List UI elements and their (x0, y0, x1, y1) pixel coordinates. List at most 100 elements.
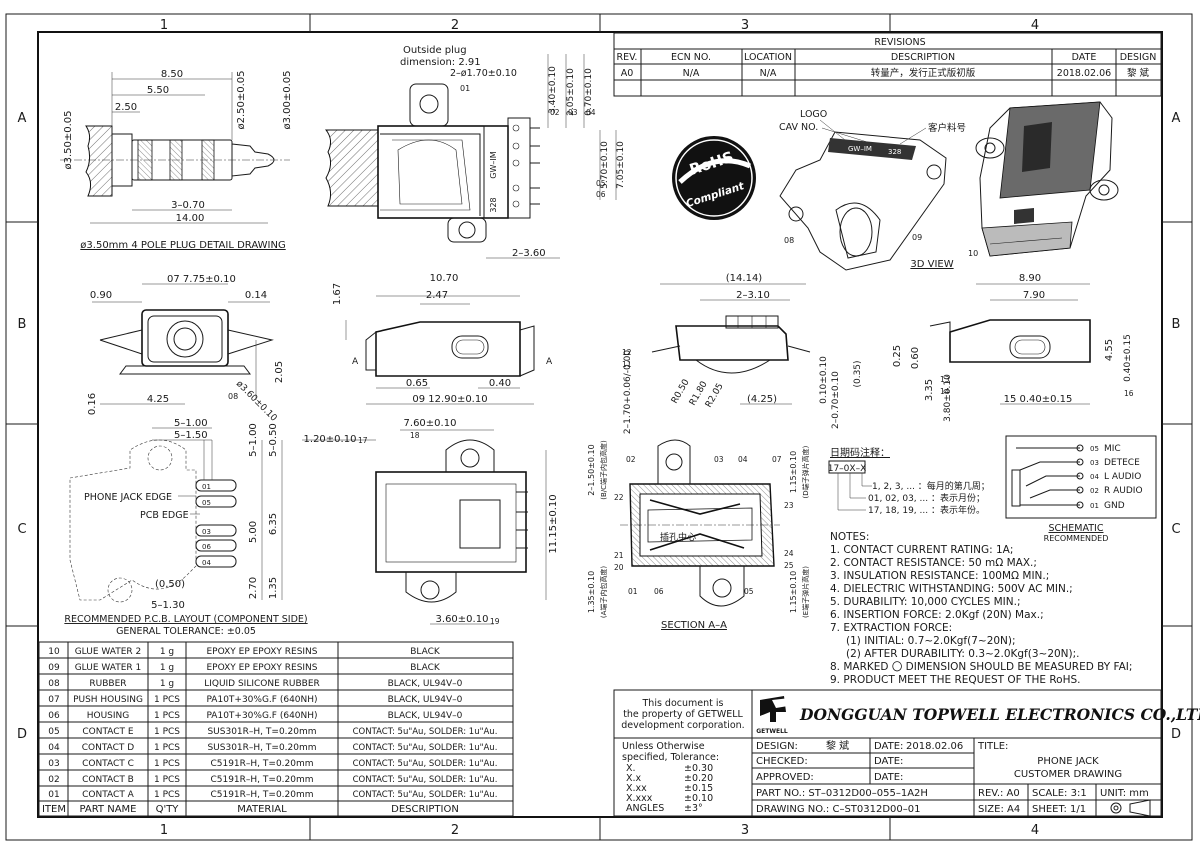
pcb-tolerance: GENERAL TOLERANCE: ±0.05 (116, 626, 256, 637)
bom-r05-material: SUS301R–H, T=0.20mm (207, 727, 316, 737)
pcb-dim-0-50: (0.50) (155, 579, 185, 590)
rev-cell-description: 转量产，发行正式版初版 (871, 67, 976, 79)
pcb-label-pcb-edge: PCB EDGE (140, 510, 189, 521)
bom-r02-material: C5191R–H, T=0.20mm (210, 775, 313, 785)
section-center-label: 插孔中心 (660, 531, 696, 543)
bom-r01-desc: CONTACT: 5u"Au, SOLDER: 1u"Au. (353, 790, 498, 800)
bom-header-part-name: PART NAME (79, 804, 136, 815)
b1-tag-08: 08 (228, 392, 238, 401)
b1-dim-0-90: 0.90 (90, 290, 112, 301)
plug-dim-8-50: 8.50 (161, 69, 183, 80)
pcb-dim-5-1-00: 5–1.00 (174, 418, 208, 429)
tol-xxxx-label: X.xxx (626, 793, 653, 804)
plug-dim-3-0-70: 3–0.70 (171, 200, 205, 211)
date-code-note: 日期码注释： 17–0X–X 1, 2, 3, ... ：每月的第几周； 01,… (828, 446, 990, 516)
b2-dim-12-90: 09 12.90±0.10 (412, 394, 487, 405)
b3-dim-2-0-70: 2–0.70±0.10 (831, 371, 841, 429)
front-note-outside: Outside plug (403, 45, 467, 56)
row-label-a-right: A (1172, 111, 1181, 126)
bom-r08-material: LIQUID SILICONE RUBBER (204, 679, 320, 689)
col-label-4-bottom: 4 (1031, 823, 1039, 838)
tol-xxxx-value: ±0.10 (684, 793, 713, 804)
bom-r07-name: PUSH HOUSING (73, 695, 143, 705)
rev-header-description: DESCRIPTION (891, 52, 955, 63)
revisions-table: REVISIONS REV. ECN NO. LOCATION DESCRIPT… (613, 32, 1162, 97)
bom-r06-name: HOUSING (87, 711, 130, 721)
b4-tag-13: 13 (940, 375, 950, 384)
col-label-2: 2 (451, 18, 459, 33)
b2-section-a-left: A (352, 357, 359, 367)
approval-block: DESIGN: 黎 斌 DATE: 2018.02.06 CHECKED: DA… (756, 739, 1149, 815)
property-notice: This document is the property of GETWELL… (621, 698, 744, 731)
tol-x-value: ±0.30 (684, 763, 713, 774)
b3-dim-14-14: (14.14) (726, 273, 763, 284)
bom-r09-material: EPOXY EP EPOXY RESINS (206, 663, 317, 673)
bom-r10-desc: BLACK (410, 647, 441, 657)
b3-dim-2-1-70: 2–1.70+0.06/-0.00 (623, 350, 633, 434)
b3-dim-4-25: (4.25) (747, 394, 777, 405)
size-value: SIZE: A4 (978, 804, 1020, 815)
front-vdim-3-40: 3.40±0.10 (548, 66, 558, 114)
note-2: 2. CONTACT RESISTANCE: 50 mΩ MAX.; (830, 557, 1037, 569)
bom-r08-qty: 1 g (160, 679, 174, 689)
col-label-4: 4 (1031, 18, 1039, 33)
bom-r05-qty: 1 PCS (154, 727, 180, 737)
b3-dim-0-10: 0.10±0.10 (819, 356, 829, 404)
schem-pin-l-audio: L AUDIO (1104, 472, 1141, 482)
note-9: 9. PRODUCT MEET THE REQUEST OF THE RoHS. (830, 674, 1080, 686)
plug-caption: ø3.50mm 4 POLE PLUG DETAIL DRAWING (80, 240, 285, 251)
row-label-d: D (17, 727, 27, 742)
view3d-tag-08: 08 (784, 236, 794, 245)
tol-xxx-label: X.xx (626, 783, 647, 794)
pcb-layout-drawing: 5–1.00 5–1.50 5–1.00 5–0.50 5.00 6.35 2.… (64, 418, 307, 637)
b4-dim-0-25: 0.25 (892, 345, 903, 367)
bottom-dim-1-20: 1.20±0.10 (304, 434, 357, 445)
note-1: 1. CONTACT CURRENT RATING: 1A; (830, 544, 1013, 556)
view3d-label-customer-pn: 客户料号 (928, 122, 966, 134)
view3d-label-logo: LOGO (800, 109, 827, 120)
schematic-diagram: 05 03 04 02 01 MIC DETECE L AUDIO R AUDI… (1005, 435, 1157, 543)
rev-header-location: LOCATION (744, 52, 792, 63)
pcb-dim-r-5-0-50: 5–0.50 (268, 423, 279, 457)
bom-rows: 10 GLUE WATER 2 1 g EPOXY EP EPOXY RESIN… (48, 647, 497, 800)
b3-tag-11: 11 (622, 360, 632, 369)
view-3d-drawing: GW–IM 328 LOGO CAV NO. 客户料号 08 09 10 3D … (779, 101, 1119, 271)
front-tag-04: 04 (586, 108, 596, 117)
unit-value: UNIT: mm (1100, 788, 1149, 799)
schem-tag-01: 01 (1090, 502, 1099, 510)
tol-xx-value: ±0.20 (684, 773, 713, 784)
bom-r10-material: EPOXY EP EPOXY RESINS (206, 647, 317, 657)
bom-r03-desc: CONTACT: 5u"Au, SOLDER: 1u"Au. (353, 759, 498, 769)
b4-dim-3-35: 3.35 (924, 379, 935, 401)
front-tag-05: 05 (596, 179, 606, 188)
pcb-pin-tag-03: 03 (202, 528, 211, 536)
bom-table: 10 GLUE WATER 2 1 g EPOXY EP EPOXY RESIN… (38, 641, 514, 817)
bom-r04-qty: 1 PCS (154, 743, 180, 753)
rohs-badge: RoHS Compliant (672, 136, 756, 220)
pcb-pin-tag-05: 05 (202, 499, 211, 507)
b2-dim-0-65: 0.65 (406, 378, 428, 389)
notes-block: NOTES: 1. CONTACT CURRENT RATING: 1A; 2.… (830, 531, 1132, 686)
pcb-pin-tag-01: 01 (202, 483, 211, 491)
b4-dim-4-55: 4.55 (1104, 339, 1115, 361)
section-caption: SECTION A–A (661, 620, 727, 631)
bom-r02-item: 02 (48, 775, 59, 785)
part-number: PART NO.: ST–0312D00–055–1A2H (756, 788, 928, 799)
b1-top-dim: 07 7.75±0.10 (167, 274, 236, 285)
bom-r01-item: 01 (48, 790, 59, 800)
note-4: 4. DIELECTRIC WITHSTANDING: 500V AC MIN.… (830, 583, 1073, 595)
pcb-dim-5-1-30: 5–1.30 (151, 600, 185, 611)
note-7-1: (1) INITIAL: 0.7~2.0Kgf(7~20N); (846, 635, 1016, 647)
date-label-3: DATE: (874, 772, 903, 783)
front-view-drawing: GW–IM 328 Outside plug dimension: 2.91 2… (324, 45, 626, 259)
plug-detail-drawing: 8.50 5.50 2.50 3–0.70 14.00 ø3.50±0.05 ø… (60, 69, 293, 251)
date-label-1: DATE: (874, 741, 903, 752)
note-3: 3. INSULATION RESISTANCE: 100MΩ MIN.; (830, 570, 1049, 582)
drawing-frame (5, 13, 1193, 841)
bom-header-item: ITEM (42, 804, 66, 815)
front-tag-06: 06 (596, 190, 606, 199)
row-label-b-right: B (1172, 317, 1181, 332)
section-tag-24: 24 (784, 549, 794, 558)
pcb-dim-r-1-35: 1.35 (268, 577, 279, 599)
section-aa-drawing: 插孔中心 2–1.50±0.10 (B/C端子内包高度) 1.35±0.10 (… (587, 439, 810, 631)
